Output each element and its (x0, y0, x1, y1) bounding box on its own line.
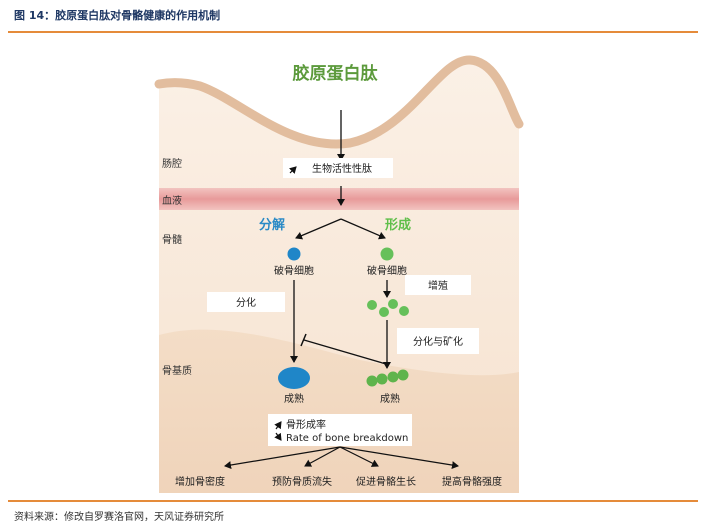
proliferated-osteoblasts (367, 299, 409, 317)
inhibition-bar (300, 333, 307, 347)
bioactive-peptide-label: 生物活性性肽 (312, 162, 372, 175)
breakdown-label: 分解 (259, 217, 285, 233)
rate-down-arrow-icon (274, 432, 282, 441)
figure-source: 资料来源：修改自罗赛洛官网，天风证券研究所 (14, 512, 224, 523)
intestine-wall (154, 55, 524, 149)
outcome-bone-density: 增加骨密度 (175, 475, 225, 488)
rate-box (268, 414, 412, 446)
osteoclast-label: 破骨细胞 (274, 264, 314, 277)
differentiation-mineralization-label: 分化与矿化 (413, 335, 463, 348)
differentiation-box (207, 292, 285, 312)
region-label-marrow: 骨髓 (162, 233, 182, 246)
outcome-arrows (224, 446, 459, 469)
collagen-peptide-title: 胶原蛋白肽 (293, 63, 379, 84)
differentiation-label: 分化 (236, 296, 256, 309)
osteoclast-cell (287, 247, 301, 261)
bioactive-peptide-box (283, 158, 393, 178)
bottom-divider (8, 500, 698, 502)
rate-up-arrow-icon (274, 421, 282, 430)
outcome-bone-growth: 促进骨骼生长 (356, 475, 416, 488)
up-arrow-icon (288, 166, 297, 175)
proliferation-box (405, 275, 471, 295)
differentiation-mineralization-box (397, 328, 479, 354)
inhibition-line (303, 339, 387, 365)
mature-osteoclast (278, 367, 310, 389)
formation-label: 形成 (385, 217, 411, 233)
lumen-area (159, 45, 519, 145)
mature-osteoblasts (366, 369, 409, 387)
region-label-intestine: 肠腔 (162, 157, 182, 170)
arrow-to-breakdown (295, 218, 342, 240)
figure-title: 图 14：胶原蛋白肽对骨骼健康的作用机制 (14, 9, 221, 22)
arrow-to-formation (340, 218, 386, 240)
bone-matrix-region (159, 329, 519, 493)
region-label-matrix: 骨基质 (162, 364, 192, 377)
top-divider (8, 31, 698, 33)
outcome-bone-strength: 提高骨骼强度 (442, 475, 502, 488)
mature-right-label: 成熟 (380, 392, 400, 405)
rate-label-cn: 骨形成率 (286, 418, 326, 431)
outcome-prevent-bone-loss: 预防骨质流失 (272, 475, 332, 488)
proliferation-label: 增殖 (428, 279, 448, 292)
rate-label-en: Rate of bone breakdown (286, 433, 408, 444)
mature-left-label: 成熟 (284, 392, 304, 405)
blood-band (159, 188, 519, 210)
region-label-blood: 血液 (162, 194, 182, 207)
osteoblast-cell (380, 247, 394, 261)
osteoblast-label: 破骨细胞 (367, 264, 407, 277)
